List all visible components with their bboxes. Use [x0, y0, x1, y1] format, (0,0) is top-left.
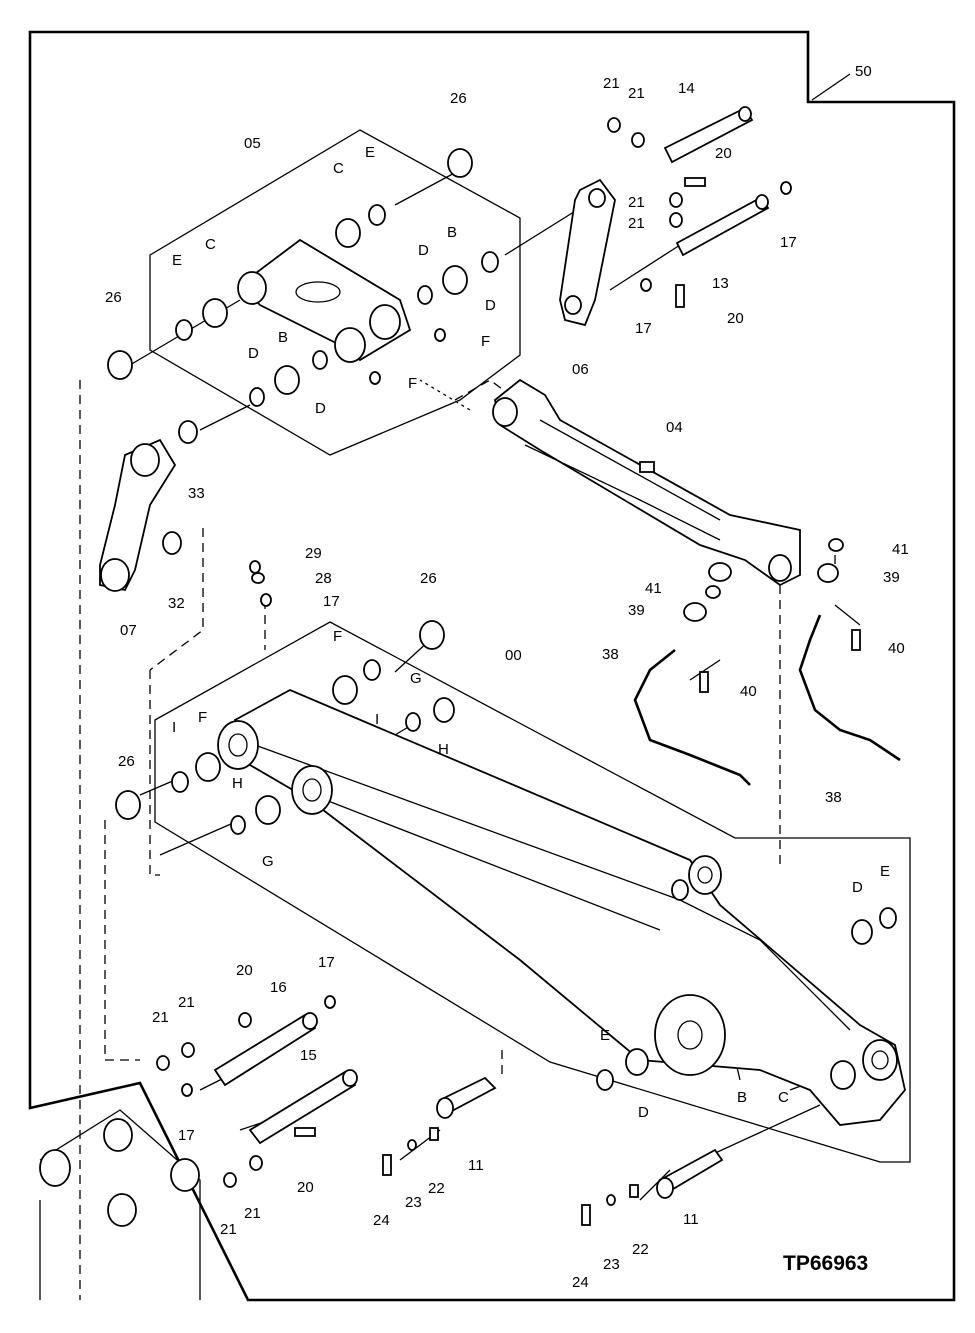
group-outline-05: [149, 129, 521, 456]
figure-id: TP66963: [783, 1252, 868, 1275]
label-D-3: D: [248, 345, 259, 362]
label-B-2: B: [278, 329, 288, 346]
label-E-3: E: [880, 863, 890, 880]
label-I-1: I: [375, 711, 379, 728]
label-I-2: I: [172, 719, 176, 736]
label-D-1: D: [418, 242, 429, 259]
label-G-1: G: [410, 670, 422, 687]
label-E-4: E: [600, 1027, 610, 1044]
label-17-c: 17: [323, 593, 340, 610]
boom-00: [217, 689, 906, 1126]
label-14: 14: [678, 80, 695, 97]
label-20-b: 20: [727, 310, 744, 327]
label-28: 28: [315, 570, 332, 587]
label-23-b: 23: [603, 1256, 620, 1273]
label-20-c: 20: [236, 962, 253, 979]
label-F-1: F: [481, 333, 490, 350]
cylinder-04: [492, 378, 801, 587]
label-15: 15: [300, 1047, 317, 1064]
label-H-1: H: [438, 741, 449, 758]
link-07: [99, 438, 177, 592]
label-24-a: 24: [373, 1212, 390, 1229]
label-C-1: C: [333, 160, 344, 177]
label-26-left: 26: [105, 289, 122, 306]
label-39-a: 39: [883, 569, 900, 586]
label-11-a: 11: [468, 1157, 484, 1174]
hardware: [156, 117, 861, 1226]
label-26-top: 26: [450, 90, 467, 107]
bushings: [107, 148, 897, 1091]
label-05: 05: [244, 135, 261, 152]
label-33: 33: [188, 485, 205, 502]
label-17-d: 17: [318, 954, 335, 971]
label-22-b: 22: [632, 1241, 649, 1258]
label-20-d: 20: [297, 1179, 314, 1196]
label-40-b: 40: [740, 683, 757, 700]
label-21-d: 21: [628, 215, 645, 232]
label-D-2: D: [485, 297, 496, 314]
label-50: 50: [855, 63, 872, 80]
label-E-1: E: [365, 144, 375, 161]
label-17-a: 17: [780, 234, 797, 251]
group-outline-00: [154, 621, 911, 1163]
label-40-a: 40: [888, 640, 905, 657]
label-21-h: 21: [244, 1205, 261, 1222]
label-13: 13: [712, 275, 729, 292]
label-21-c: 21: [628, 194, 645, 211]
label-17-e: 17: [178, 1127, 195, 1144]
label-B-1: B: [447, 224, 457, 241]
arm-end: [39, 1109, 201, 1300]
label-F-2: F: [408, 375, 417, 392]
label-06: 06: [572, 361, 589, 378]
label-32: 32: [168, 595, 185, 612]
label-C-3: C: [778, 1089, 789, 1106]
label-38-a: 38: [602, 646, 619, 663]
label-38-b: 38: [825, 789, 842, 806]
label-39-b: 39: [628, 602, 645, 619]
label-D-6: D: [638, 1104, 649, 1121]
label-17-b: 17: [635, 320, 652, 337]
label-G-2: G: [262, 853, 274, 870]
label-E-2: E: [172, 252, 182, 269]
label-H-2: H: [232, 775, 243, 792]
label-00: 00: [505, 647, 522, 664]
label-23-a: 23: [405, 1194, 422, 1211]
pins-13-14: [663, 106, 770, 257]
label-41-a: 41: [892, 541, 909, 558]
pins-15-16: [213, 1012, 358, 1145]
label-20-a: 20: [715, 145, 732, 162]
hoses-38: [633, 614, 901, 786]
label-D-5: D: [852, 879, 863, 896]
label-41-b: 41: [645, 580, 662, 597]
label-29: 29: [305, 545, 322, 562]
label-B-3: B: [737, 1089, 747, 1106]
label-21-f: 21: [152, 1009, 169, 1026]
label-07: 07: [120, 622, 137, 639]
label-24-b: 24: [572, 1274, 589, 1291]
label-C-2: C: [205, 236, 216, 253]
label-D-4: D: [315, 400, 326, 417]
label-21-e: 21: [178, 994, 195, 1011]
label-16: 16: [270, 979, 287, 996]
label-21-b: 21: [628, 85, 645, 102]
label-22-a: 22: [428, 1180, 445, 1197]
label-11-b: 11: [683, 1211, 699, 1228]
pins-11: [436, 1076, 724, 1199]
center-lines: [79, 379, 836, 1300]
label-F-3: F: [333, 628, 342, 645]
link-06: [559, 178, 616, 327]
label-21-g: 21: [220, 1221, 237, 1238]
bracket-05: [237, 238, 412, 363]
page-frame: [28, 30, 956, 1302]
label-21-a: 21: [603, 75, 620, 92]
label-26-mid: 26: [420, 570, 437, 587]
page-number-leader: [811, 73, 851, 101]
label-04: 04: [666, 419, 683, 436]
label-26-low: 26: [118, 753, 135, 770]
label-F-4: F: [198, 709, 207, 726]
